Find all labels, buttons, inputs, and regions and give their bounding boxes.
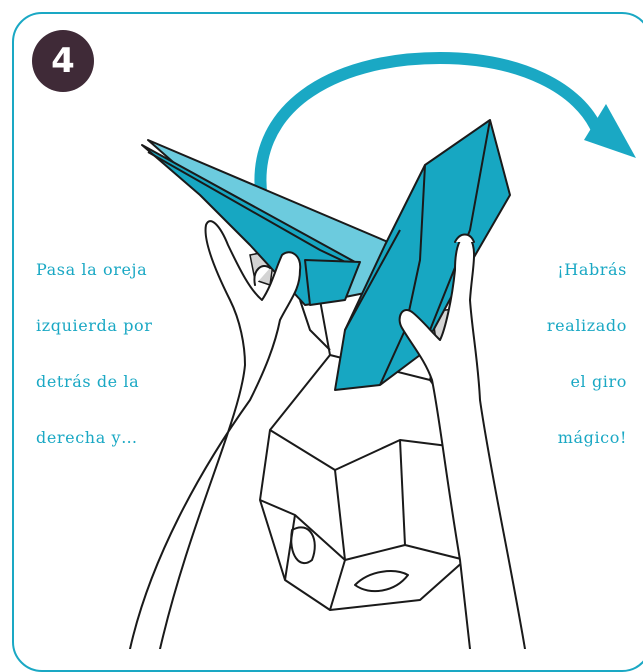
rotation-arrow-icon: [254, 51, 636, 206]
caption-line: mágico!: [557, 428, 627, 447]
caption-line: izquierda por: [36, 316, 153, 335]
instruction-text-right: ¡Habrás realizado el giro mágico!: [547, 259, 627, 483]
caption-line: Pasa la oreja: [36, 260, 148, 279]
caption-line: derecha y…: [36, 428, 138, 447]
caption-line: el giro: [570, 372, 627, 391]
left-ear: [141, 139, 396, 351]
instruction-text-left: Pasa la oreja izquierda por detrás de la…: [36, 259, 153, 483]
step-number-badge: 4: [32, 30, 94, 92]
caption-line: ¡Habrás: [557, 260, 627, 279]
hands: [129, 220, 526, 649]
caption-line: realizado: [546, 316, 627, 335]
caption-line: detrás de la: [36, 372, 140, 391]
origami-illustration: [129, 51, 636, 649]
right-ear: [334, 119, 511, 391]
